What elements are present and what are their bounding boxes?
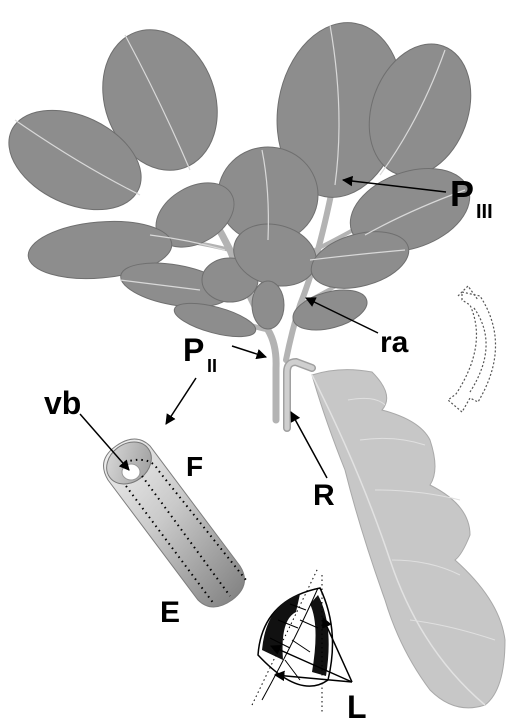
- label-p2-subscript: II: [207, 356, 217, 376]
- leaflets: [0, 13, 488, 344]
- pointer-p2-right: [232, 346, 266, 357]
- label-f: F: [186, 451, 203, 482]
- label-p2: P: [183, 332, 204, 368]
- label-e: E: [160, 596, 180, 629]
- rotation-arrow-icon: [448, 286, 496, 412]
- pointer-p2-down: [166, 378, 196, 424]
- label-vb: vb: [44, 385, 81, 421]
- label-l: L: [347, 689, 367, 725]
- label-r: R: [313, 479, 335, 512]
- vascular-bundle: [122, 464, 140, 480]
- compound-leaf: [0, 13, 488, 420]
- label-p3-subscript: III: [476, 201, 493, 223]
- leaf-sketch: [252, 568, 333, 712]
- pointer-r: [291, 412, 327, 478]
- label-p3: P: [450, 173, 474, 214]
- label-ra: ra: [380, 326, 409, 359]
